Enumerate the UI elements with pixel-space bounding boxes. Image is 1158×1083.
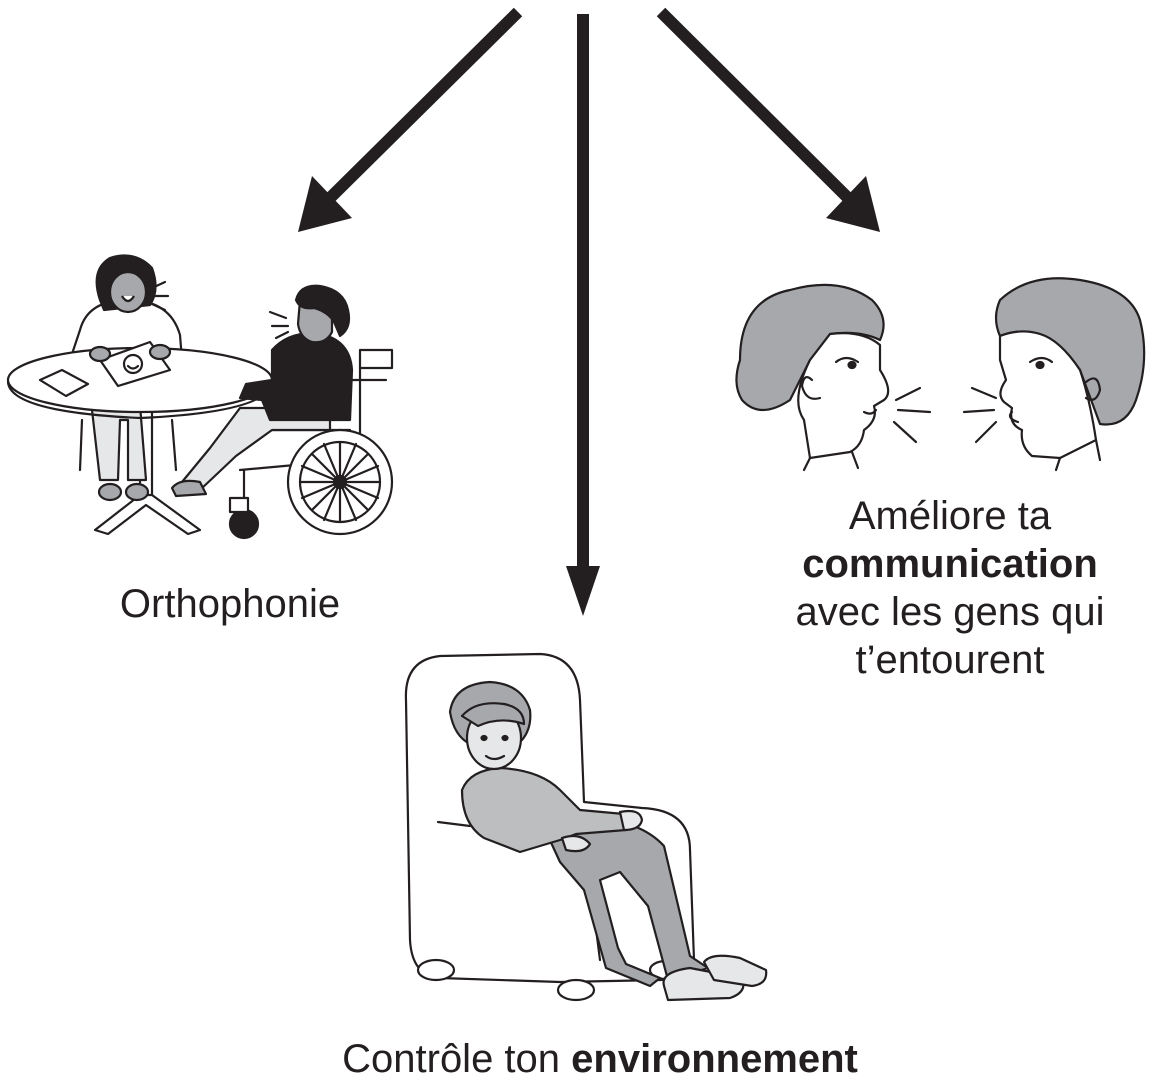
caption-communication-bold: communication [802,542,1098,586]
arrow-down-right-icon [656,7,880,232]
caption-environnement-prefix: Contrôle ton [342,1037,572,1081]
caption-environnement-bold: environnement [571,1037,858,1081]
arrow-down-icon [566,14,600,616]
caption-communication: Améliore ta communication avec les gens … [750,492,1150,684]
caption-orthophonie: Orthophonie [40,580,420,628]
speech-therapy-scene-icon [6,254,394,540]
caption-environnement: Contrôle ton environnement [300,1035,900,1083]
two-faces-talking-icon [735,277,1146,472]
caption-communication-line3: avec les gens qui [795,590,1105,634]
caption-communication-line1: Améliore ta [848,494,1052,538]
caption-communication-line4: t’entourent [855,638,1045,682]
caption-orthophonie-text: Orthophonie [119,582,341,626]
person-in-armchair-icon [404,652,768,1002]
arrow-down-left-icon [298,7,523,232]
